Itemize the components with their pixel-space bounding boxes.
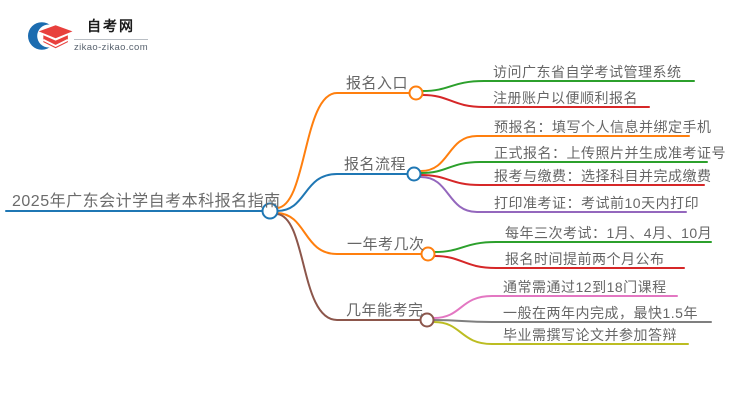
brand-name: 自考网 — [87, 18, 135, 34]
leaf-label-three-exams: 每年三次考试：1月、4月、10月 — [505, 225, 713, 241]
leaf-label-print-ticket: 打印准考证：考试前10天内打印 — [494, 195, 700, 211]
branch-link-signup-entry — [276, 92, 410, 209]
leaf-label-pre-registration: 预报名：填写个人信息并绑定手机 — [494, 119, 712, 135]
leaf-label-signup-time: 报名时间提前两个月公布 — [505, 251, 665, 267]
leaf-label-register-account: 注册账户以便顺利报名 — [493, 90, 638, 106]
brand-domain: zikao-zikao.com — [73, 42, 149, 53]
leaf-link-signup-time — [434, 255, 685, 269]
leaf-label-thesis-defense: 毕业需撰写论文并参加答辩 — [503, 327, 677, 343]
years-to-finish-node-toggle[interactable] — [419, 312, 435, 328]
leaf-link-formal-registration — [420, 161, 708, 174]
leaf-link-thesis-defense — [433, 321, 689, 345]
leaf-link-two-years — [433, 319, 712, 323]
graduation-cap-icon — [28, 22, 73, 50]
branch-label-years-to-finish: 几年能考完 — [346, 302, 424, 319]
leaf-link-print-ticket — [420, 176, 687, 213]
branch-label-exams-per-year: 一年考几次 — [347, 236, 425, 253]
leaf-link-visit-system — [422, 80, 695, 92]
leaf-label-pay-fees: 报考与缴费：选择科目并完成缴费 — [494, 168, 712, 184]
branch-link-years-to-finish — [276, 213, 421, 321]
signup-process-node-toggle[interactable] — [406, 166, 422, 182]
brand-divider — [74, 39, 148, 40]
exams-per-year-node-toggle[interactable] — [420, 246, 436, 262]
leaf-link-pre-registration — [420, 135, 690, 172]
branch-label-signup-process: 报名流程 — [344, 156, 407, 173]
leaf-label-courses-count: 通常需通过12到18门课程 — [503, 279, 667, 295]
leaf-link-courses-count — [433, 295, 678, 319]
leaf-label-two-years: 一般在两年内完成，最快1.5年 — [503, 305, 698, 321]
leaf-label-formal-registration: 正式报名：上传照片并生成准考证号 — [494, 145, 726, 161]
branch-link-signup-process — [276, 173, 408, 212]
root-node-toggle[interactable] — [261, 202, 279, 220]
root-node-label: 2025年广东会计学自考本科报名指南 — [12, 193, 281, 210]
leaf-link-three-exams — [434, 241, 712, 253]
branch-link-exams-per-year — [276, 212, 422, 255]
branch-label-signup-entry: 报名入口 — [346, 75, 409, 92]
leaf-link-pay-fees — [420, 174, 705, 186]
site-logo: 自考网 zikao-zikao.com — [24, 8, 154, 60]
leaf-link-register-account — [422, 94, 650, 108]
leaf-label-visit-system: 访问广东省自学考试管理系统 — [493, 64, 682, 80]
signup-entry-node-toggle[interactable] — [408, 85, 424, 101]
